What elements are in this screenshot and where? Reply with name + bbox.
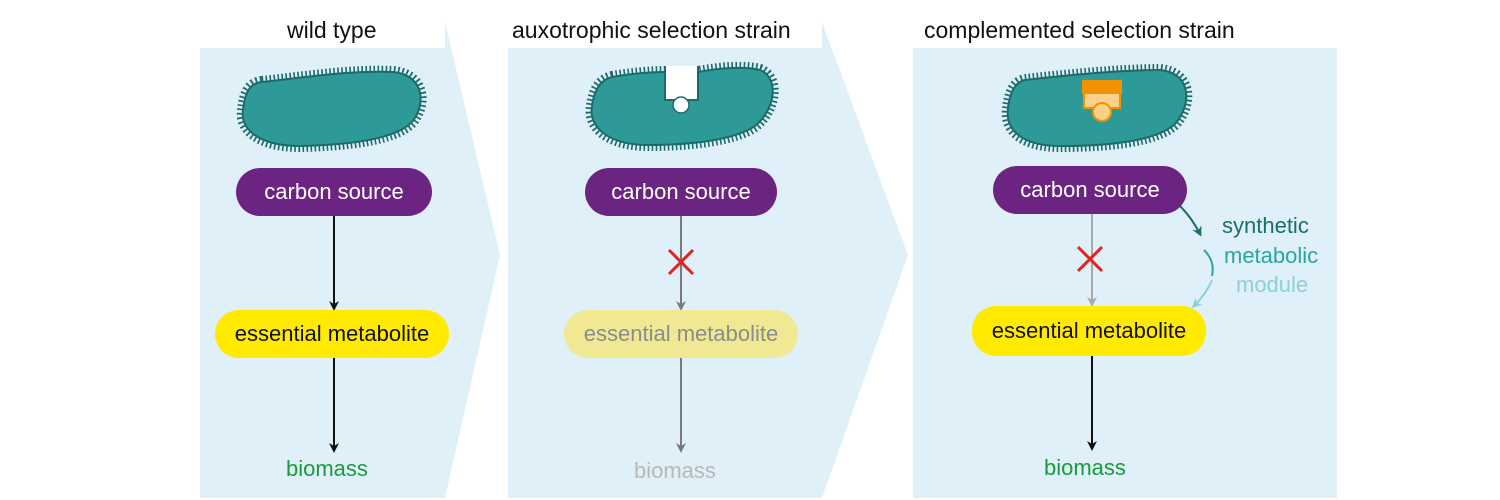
panel-title-wild-type: wild type <box>287 17 377 43</box>
essential-metabolite-node-2: essential metabolite <box>564 310 798 358</box>
biomass-label-3: biomass <box>1044 455 1126 480</box>
bypass-arrow-top <box>1179 205 1202 237</box>
bypass-arrow-middle <box>1203 249 1214 277</box>
essential-metabolite-node-1: essential metabolite <box>215 310 449 358</box>
module-label-module: module <box>1236 272 1309 297</box>
module-cap <box>1082 80 1122 94</box>
essential-metabolite-node-3: essential metabolite <box>972 306 1206 356</box>
cell-wild-type <box>236 65 427 153</box>
module-label-metabolic: metabolic <box>1224 243 1319 268</box>
carbon-source-node-3: carbon source <box>993 166 1187 214</box>
block-cross-3 <box>1076 245 1104 273</box>
biomass-label-1: biomass <box>286 456 368 481</box>
cell-outline-wild-type <box>241 70 422 148</box>
carbon-source-node-2: carbon source <box>585 168 777 216</box>
panel-title-complemented: complemented selection strain <box>924 17 1235 43</box>
gene-gap <box>666 66 697 100</box>
module-binding <box>1092 102 1112 122</box>
cell-auxotrophic <box>585 61 779 152</box>
module-label-synthetic: synthetic <box>1222 213 1309 238</box>
block-cross-2 <box>667 248 695 276</box>
cell-complemented <box>1001 63 1193 153</box>
biomass-label-2: biomass <box>634 458 716 483</box>
binding-site <box>672 96 690 114</box>
panel-title-auxotrophic: auxotrophic selection strain <box>512 17 791 43</box>
carbon-source-node-1: carbon source <box>236 168 432 216</box>
bypass-arrow-bottom <box>1191 279 1213 309</box>
